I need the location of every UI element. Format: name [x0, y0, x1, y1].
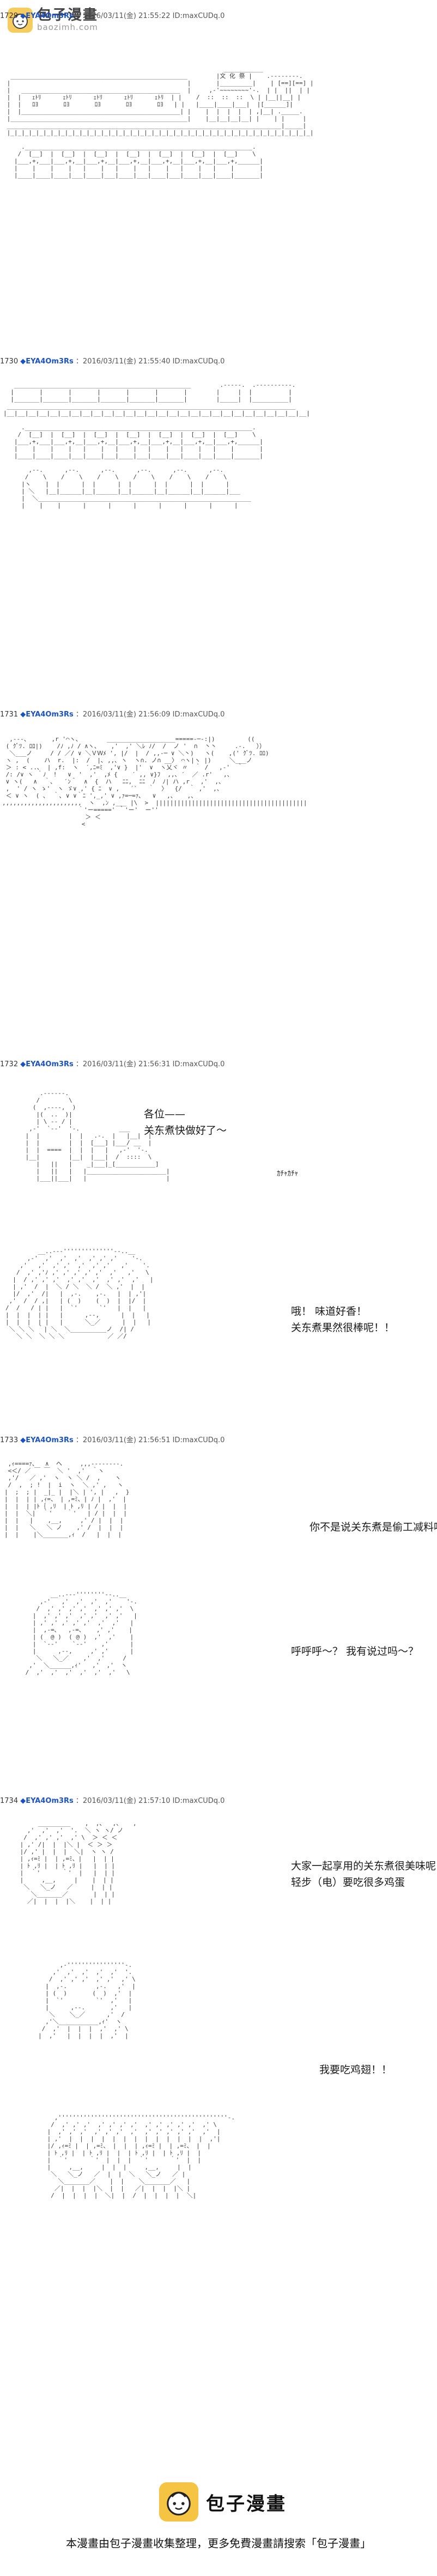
post-number: 1730 — [0, 357, 19, 366]
aa-art-group-closing: ,'''''''''''''''''''''''''''''''''''''''… — [47, 2114, 235, 2199]
aa-art-character-laughing: __..---''''''''--..__ ,-' ,' ,' ,' ,' '-… — [25, 1591, 137, 1676]
aa-art-character-pointing: ,ｨ====ｧ、 ∧ ヘ ,,,--------. <＜/ ／ ￣ ￣ ＼ ' … — [4, 1460, 130, 1538]
post-header: 1733 ◆EYA4Om3Rs ：2016/03/11(金) 21:56:51 … — [0, 1434, 224, 1446]
footer-notice: 本漫畫由包子漫畫收集整理，更多免費漫畫請搜索「包子漫畫」 — [66, 2537, 371, 2550]
post-number: 1729 — [0, 12, 19, 20]
aa-art-classroom-desks: ________________________________________… — [3, 381, 310, 509]
post-header: 1730 ◆EYA4Om3Rs ：2016/03/11(金) 21:55:40 … — [0, 355, 224, 367]
poster-name[interactable]: ◆EYA4Om3Rs — [20, 357, 74, 366]
watermark-name: 包子漫畫 — [37, 7, 99, 24]
baozi-face-icon — [8, 8, 33, 33]
post-meta: ：2016/03/11(金) 21:57:10 ID:maxCUDq.0 — [75, 1797, 225, 1805]
post-meta: ：2016/03/11(金) 21:56:09 ID:maxCUDq.0 — [75, 710, 225, 719]
post-meta: ：2016/03/11(金) 21:56:51 ID:maxCUDq.0 — [75, 1436, 225, 1444]
speech-text: 你不是说关东煮是偷工减料吗？ — [309, 1521, 437, 1533]
post-meta: ：2016/03/11(金) 21:55:22 ID:maxCUDq.0 — [75, 12, 225, 20]
watermark-domain: baozimh.com — [37, 22, 98, 32]
aa-art-classroom-exterior: ___________ ____________________________… — [7, 65, 314, 179]
post-header: 1734 ◆EYA4Om3Rs ：2016/03/11(金) 21:57:10 … — [0, 1795, 224, 1807]
watermark-logo: 包子漫畫 baozimh.com — [8, 8, 98, 33]
post-header: 1729 ◆EYA4Om3Rs ：2016/03/11(金) 21:55:22 … — [0, 10, 224, 22]
poster-name[interactable]: ◆EYA4Om3Rs — [20, 12, 74, 20]
poster-name[interactable]: ◆EYA4Om3Rs — [20, 1060, 74, 1068]
aa-art-cooking-character: .------. / \ ( ,----, ) |( .. )| | \ -- … — [25, 1090, 170, 1182]
post-meta: ：2016/03/11(金) 21:56:31 ID:maxCUDq.0 — [75, 1060, 225, 1068]
post-meta: ：2016/03/11(金) 21:55:40 ID:maxCUDq.0 — [75, 357, 225, 366]
post-header: 1731 ◆EYA4Om3Rs ：2016/03/11(金) 21:56:09 … — [0, 708, 224, 720]
sound-effect-text: ｶﾁｬｶﾁｬ — [277, 1170, 298, 1178]
post-number: 1731 — [0, 710, 19, 719]
aa-art-characters-pair: _________ , ,、 ,、 , ,' ,' ,' '. ＼ ヽ ヽ/ ノ… — [20, 1820, 137, 1905]
poster-name[interactable]: ◆EYA4Om3Rs — [20, 1797, 74, 1805]
footer-logo: 包子漫畫 — [159, 2482, 287, 2522]
post-header: 1732 ◆EYA4Om3Rs ：2016/03/11(金) 21:56:31 … — [0, 1058, 224, 1070]
post-number: 1733 — [0, 1436, 19, 1444]
post-number: 1734 — [0, 1797, 19, 1805]
speech-text: 我要吃鸡翅！！ — [319, 2064, 392, 2076]
baozi-face-icon — [159, 2482, 198, 2522]
speech-text: 大家一起享用的关东煮很美味呢 轻步（电）要吃很多鸡蛋 — [291, 1860, 436, 1888]
speech-text: 呼呼呼～？ 我有说过吗～？ — [291, 1645, 419, 1657]
aa-art-character-excited: ,-''''''''''''''''-. ,' ,' ,' ,' ,' '. /… — [38, 1961, 136, 2039]
poster-name[interactable]: ◆EYA4Om3Rs — [20, 710, 74, 719]
poster-name[interactable]: ◆EYA4Om3Rs — [20, 1436, 74, 1444]
footer-brand-name: 包子漫畫 — [206, 2493, 287, 2515]
post-number: 1732 — [0, 1060, 19, 1068]
speech-text: 哦！ 味道好香！ 关东煮果然很棒呢！！ — [291, 1305, 395, 1334]
aa-art-character-eating: __..---''''''''''''''--..__ ,-' ,' ,' ,'… — [5, 1248, 154, 1340]
aa-art-crowd-scene: ,---、 ,r '⌒ヽ、 ___________________=====-─… — [2, 736, 307, 828]
speech-text: 各位—— 关东煮快做好了～ — [144, 1108, 227, 1137]
